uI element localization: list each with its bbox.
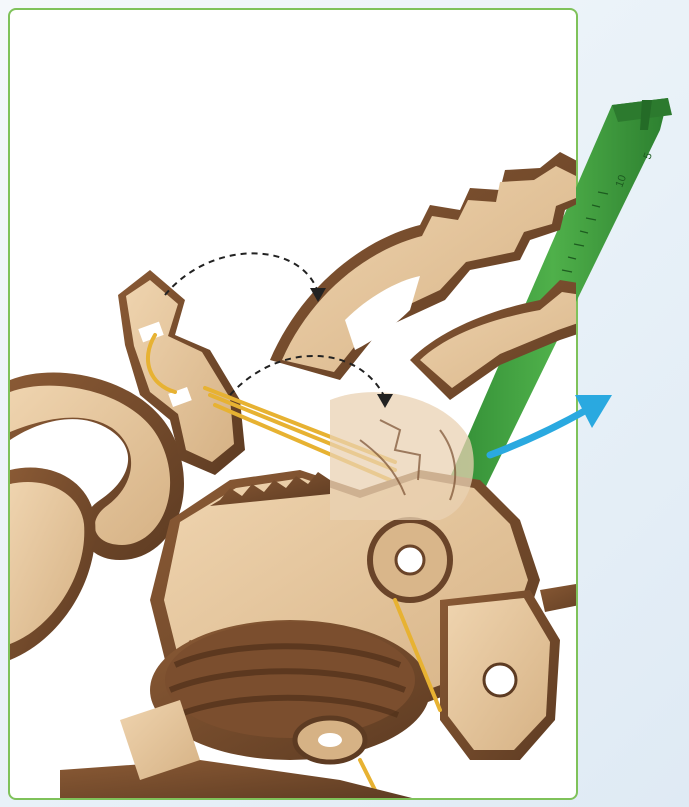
right-frame-piece (440, 580, 605, 760)
